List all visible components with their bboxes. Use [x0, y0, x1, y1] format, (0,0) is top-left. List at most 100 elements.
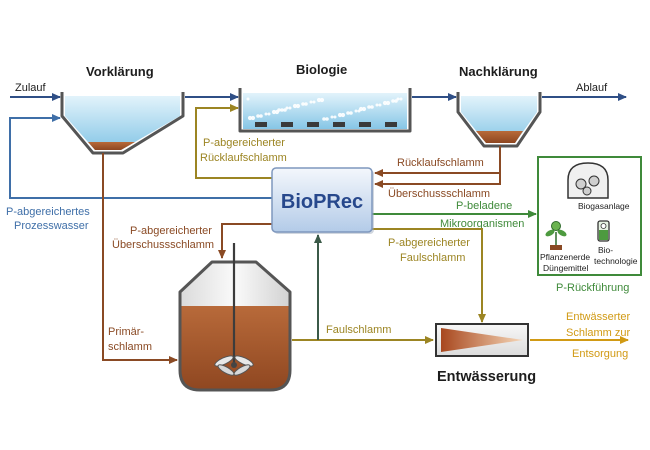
- bubble: [322, 117, 326, 121]
- biogas-label: Biogasanlage: [578, 201, 630, 211]
- digested-sludge-label: Faulschlamm: [326, 324, 391, 336]
- disposal-label-line2: Schlamm zur: [566, 327, 631, 339]
- bubble: [349, 111, 353, 115]
- bubble: [370, 105, 374, 109]
- vorklaerung-tank: [60, 92, 185, 155]
- nachklaerung-tank: [456, 92, 542, 148]
- bubble: [391, 99, 395, 103]
- bubble: [333, 115, 337, 119]
- p-recovery-box: Biogasanlage Pflanzenerde Düngemittel Bi…: [537, 156, 642, 276]
- flask-marker: [600, 223, 607, 229]
- bubble: [361, 106, 367, 112]
- vorklaerung-sludge: [88, 142, 135, 150]
- plant-flower: [551, 221, 561, 231]
- biogas-plant-icon: [567, 162, 609, 199]
- bioprec-label: BioPRec: [281, 191, 363, 213]
- biogas-tank-circle: [588, 175, 600, 187]
- aerator: [333, 122, 345, 127]
- bubble: [382, 100, 388, 106]
- p-digested-sludge-line: [372, 228, 486, 323]
- bubble: [399, 97, 403, 101]
- stage-title-vorklaerung: Vorklärung: [86, 64, 154, 79]
- bubble: [246, 97, 250, 101]
- biogas-dome: [567, 162, 609, 199]
- flask-liquid: [599, 230, 608, 240]
- primary-sludge-label-line1: Primär-: [108, 326, 144, 338]
- biologie-basin: [238, 88, 412, 133]
- fertilizer-label-line1: Pflanzenerde: [540, 252, 590, 262]
- bubble: [367, 105, 371, 109]
- mixer-blade: [234, 355, 254, 367]
- bubble: [280, 108, 284, 112]
- p-excess-sludge-label-line1: P-abgereicherter: [130, 225, 212, 237]
- bubble: [330, 115, 334, 119]
- bubble: [250, 115, 256, 121]
- primary-sludge-label-line2: schlamm: [108, 341, 152, 353]
- excess-sludge-label: Überschussschlamm: [388, 188, 490, 200]
- bubble: [316, 97, 322, 103]
- bubble: [267, 112, 271, 116]
- biogas-tank-circle: [582, 186, 592, 196]
- bubble: [277, 108, 281, 112]
- bubble: [396, 97, 400, 101]
- bubble: [394, 99, 398, 103]
- bubble: [259, 114, 263, 118]
- biotech-label-line1: Bio-: [598, 245, 613, 255]
- return-sludge-label: Rücklaufschlamm: [397, 157, 484, 169]
- bubble: [292, 103, 298, 109]
- vorklaerung-outline: [60, 92, 185, 155]
- bubble: [256, 114, 260, 118]
- plant-icon: [545, 221, 567, 250]
- mixer-blade: [233, 364, 251, 376]
- aeration-bubbles: [246, 97, 403, 121]
- bubble: [309, 100, 313, 104]
- digester: [178, 243, 292, 392]
- nachklaerung-sludge: [476, 131, 523, 143]
- bubble: [340, 112, 346, 118]
- vorklaerung-water: [65, 96, 180, 150]
- aerator: [307, 122, 319, 127]
- digester-outline: [178, 260, 292, 392]
- stage-title-nachklaerung: Nachklärung: [459, 64, 538, 79]
- bubble: [285, 106, 289, 110]
- aerator: [255, 122, 267, 127]
- biologie-water: [243, 93, 407, 129]
- bubble: [247, 115, 253, 121]
- bubble: [378, 103, 382, 107]
- bubble: [283, 108, 287, 112]
- bioprec-box: [271, 167, 373, 233]
- aerator: [359, 122, 371, 127]
- p-return-sludge-label-line1: P-abgereicherter: [203, 137, 285, 149]
- plant-leaf: [557, 229, 567, 237]
- p-excess-sludge-label-line2: Überschussschlamm: [112, 239, 214, 251]
- process-water-label-line2: Prozesswasser: [14, 220, 89, 232]
- bubble: [354, 109, 358, 113]
- bubble: [346, 111, 350, 115]
- disposal-label-line1: Entwässerter: [566, 311, 631, 323]
- process-water-label-line1: P-abgereichertes: [6, 206, 90, 218]
- bubble: [375, 103, 379, 107]
- p-loaded-label-line1: P-beladene: [456, 200, 512, 212]
- stage-title-entwaesserung: Entwässerung: [437, 369, 536, 385]
- bubble: [304, 102, 308, 106]
- biologie-outline: [238, 88, 412, 133]
- ablauf-label: Ablauf: [576, 82, 608, 94]
- p-return-sludge-line: [195, 104, 272, 179]
- p-digested-sludge-label-line1: P-abgereicherter: [388, 237, 470, 249]
- biotech-flask-icon: [597, 220, 610, 242]
- biogas-tank-circle: [575, 178, 587, 190]
- mixer: [214, 243, 254, 376]
- process-water-return-line: [9, 114, 272, 199]
- zulauf-label: Zulauf: [15, 82, 47, 94]
- plant-leaf: [545, 229, 555, 237]
- p-excess-sludge-line: [218, 223, 272, 259]
- plant-pot: [550, 245, 562, 250]
- bubble: [301, 102, 305, 106]
- bubble: [295, 103, 301, 109]
- bubble: [337, 112, 343, 118]
- bubble: [319, 97, 325, 103]
- p-loaded-label-line2: Mikroorganismen: [440, 218, 524, 230]
- bubble: [264, 112, 268, 116]
- bubble: [288, 106, 292, 110]
